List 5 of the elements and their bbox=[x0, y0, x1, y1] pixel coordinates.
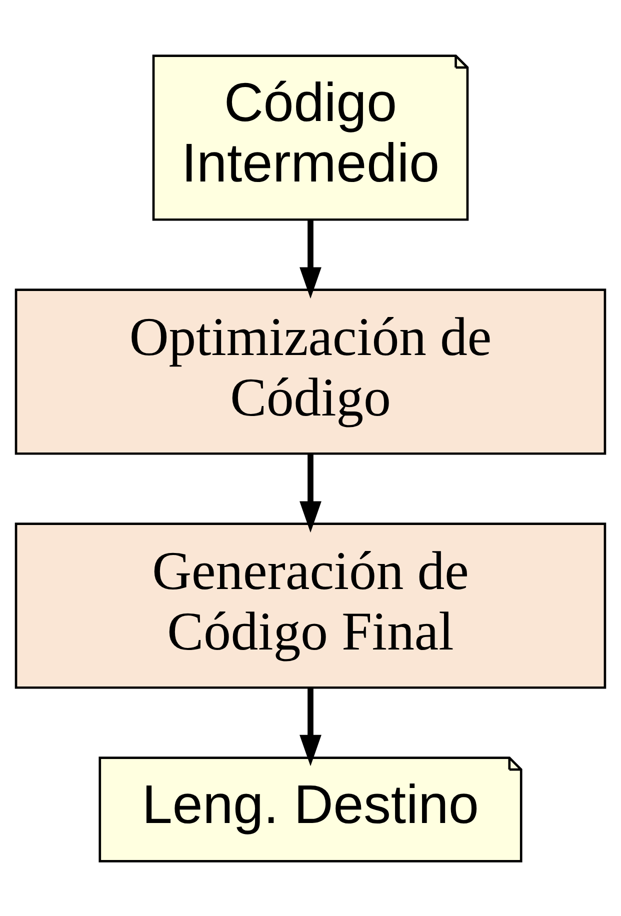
node-box: Optimización de Código bbox=[14, 288, 606, 454]
arrow bbox=[300, 220, 322, 298]
arrow bbox=[300, 454, 322, 532]
node-box: Generación de Código Final bbox=[14, 522, 606, 688]
arrow bbox=[300, 687, 322, 766]
